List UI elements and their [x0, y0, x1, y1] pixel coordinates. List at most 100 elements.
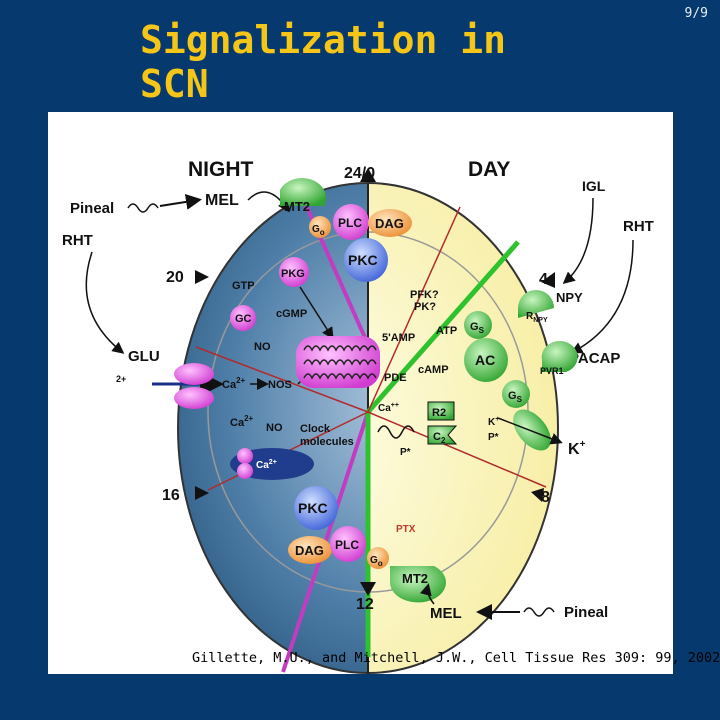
- dna-coil-3: [303, 373, 377, 380]
- npy-label: NPY: [556, 290, 583, 305]
- red-radial-line: [367, 206, 461, 413]
- scn-signaling-diagram: NIGHT DAY 24/0 4 20 16 8 12 Pineal MEL R…: [62, 158, 654, 674]
- plc-top: [333, 204, 369, 240]
- hour-marker-lower-left: [195, 486, 209, 500]
- dag-bottom: [288, 536, 332, 564]
- gc-node: [230, 305, 256, 331]
- red-radial-line: [367, 411, 547, 488]
- go-sub-bottom: o: [378, 559, 383, 568]
- pkg-to-clock-arrow: [299, 286, 334, 340]
- mel-label-bottom: MEL: [430, 605, 462, 622]
- atp-label: ATP: [436, 325, 457, 337]
- svg-text:K+: K+: [488, 416, 499, 428]
- ca-day-sup: ++: [391, 402, 399, 409]
- nos-label: NOS: [268, 379, 292, 391]
- svg-text:GS: GS: [508, 390, 523, 404]
- dag-top: [368, 209, 412, 237]
- mt2-receptor-top: [280, 177, 327, 206]
- mt2-label-bottom: MT2: [402, 571, 428, 586]
- svg-text:C2: C2: [433, 431, 446, 445]
- gs-protein-lower: [502, 380, 530, 408]
- glu-label: GLU: [128, 348, 160, 365]
- pineal-arrow-top: [159, 193, 202, 210]
- molecules-label: molecules: [300, 436, 354, 448]
- plc-bottom: [330, 526, 366, 562]
- ca2-night-sup: 2+: [236, 376, 245, 385]
- pkc-top: [344, 238, 388, 282]
- mel-label-top: MEL: [205, 192, 239, 209]
- kp-label: K: [488, 417, 496, 428]
- plc-label-bottom: PLC: [335, 538, 359, 552]
- gs-protein-upper: [464, 311, 492, 339]
- igl-label: IGL: [582, 178, 606, 194]
- hour-marker-bottom: [360, 582, 376, 596]
- citation: Gillette, M.U., and Mitchell, J.W., Cell…: [192, 650, 720, 666]
- rht-label-left: RHT: [62, 232, 93, 249]
- dag-label-top: DAG: [375, 216, 404, 231]
- ptx-label: PTX: [396, 524, 416, 535]
- diagram-panel: NIGHT DAY 24/0 4 20 16 8 12 Pineal MEL R…: [48, 112, 673, 674]
- day-phase-line-upper: [366, 240, 520, 414]
- igl-arrow: [562, 197, 594, 284]
- gs-sub-upper: S: [479, 326, 485, 335]
- ca-store-sup: 2+: [269, 459, 277, 466]
- ca2-input-sup: 2+: [116, 374, 126, 384]
- ca-store-label: Ca: [256, 460, 269, 471]
- ca2-lower-label: Ca: [230, 417, 245, 429]
- red-radial-line: [195, 346, 369, 413]
- pineal-label-bottom: Pineal: [564, 604, 608, 621]
- mt2-receptor-bottom: [389, 566, 446, 603]
- page-number: 9/9: [684, 6, 708, 21]
- pstar-left-label: P*: [400, 447, 411, 458]
- svg-text:Go: Go: [312, 224, 325, 237]
- hour-20: 20: [166, 269, 184, 286]
- svg-text:Ca++: Ca++: [378, 402, 399, 414]
- no-label-lower: NO: [266, 422, 283, 434]
- gc-label: GC: [235, 313, 252, 325]
- pvr1-receptor: [541, 341, 578, 372]
- pineal-wave-bottom: [523, 607, 555, 617]
- go-protein-bottom: [367, 547, 389, 569]
- svg-text:GS: GS: [470, 321, 485, 335]
- ca-day-label: Ca: [378, 403, 391, 414]
- camp-label: cAMP: [418, 364, 449, 376]
- hour-marker-right: [541, 272, 555, 288]
- rht-arrow-left: [85, 251, 125, 354]
- cgmp-label: cGMP: [276, 308, 307, 320]
- mt2-label-top: MT2: [284, 199, 310, 214]
- r2-label: R2: [432, 407, 446, 419]
- dna-coil-2: [303, 359, 377, 366]
- slide-title: Signalization in SCN: [140, 18, 507, 106]
- svg-text:RNPY: RNPY: [526, 311, 548, 324]
- rht-label-right: RHT: [623, 218, 654, 235]
- ip3-receptor-upper: [237, 448, 253, 464]
- hour-16: 16: [162, 487, 180, 504]
- hour-8: 8: [541, 489, 550, 506]
- c2-subunit: [427, 425, 458, 445]
- svg-text:Ca2+: Ca2+: [230, 414, 254, 429]
- pkg-node: [279, 257, 309, 287]
- ca2-night-label: Ca: [222, 379, 237, 391]
- gs-label-lower: G: [508, 390, 517, 402]
- pacap-label: PACAP: [569, 350, 620, 367]
- pde-label: PDE: [384, 372, 407, 384]
- k-out-label: K: [568, 441, 580, 458]
- night-label: NIGHT: [188, 158, 254, 181]
- k-channel: [513, 409, 551, 451]
- dag-label-bottom: DAG: [295, 543, 324, 558]
- svg-text:Ca2+: Ca2+: [256, 459, 277, 471]
- pineal-label-top: Pineal: [70, 200, 114, 217]
- rnpy-sub: NPY: [533, 317, 548, 324]
- pstar-right-label: P*: [488, 432, 499, 443]
- svg-text:Ca2+: Ca2+: [222, 376, 246, 391]
- ip3-receptor-lower: [237, 463, 253, 479]
- ca-channel-upper: [174, 363, 214, 385]
- pk-label: PK?: [414, 301, 436, 313]
- gs-sub-lower: S: [517, 395, 523, 404]
- pkg-label: PKG: [281, 268, 305, 280]
- hour-24: 24/0: [344, 165, 375, 182]
- hour-marker-top: [360, 168, 376, 182]
- clock-label: Clock: [300, 423, 331, 435]
- ca-channel-lower: [174, 387, 214, 409]
- go-label-bottom: G: [370, 555, 378, 566]
